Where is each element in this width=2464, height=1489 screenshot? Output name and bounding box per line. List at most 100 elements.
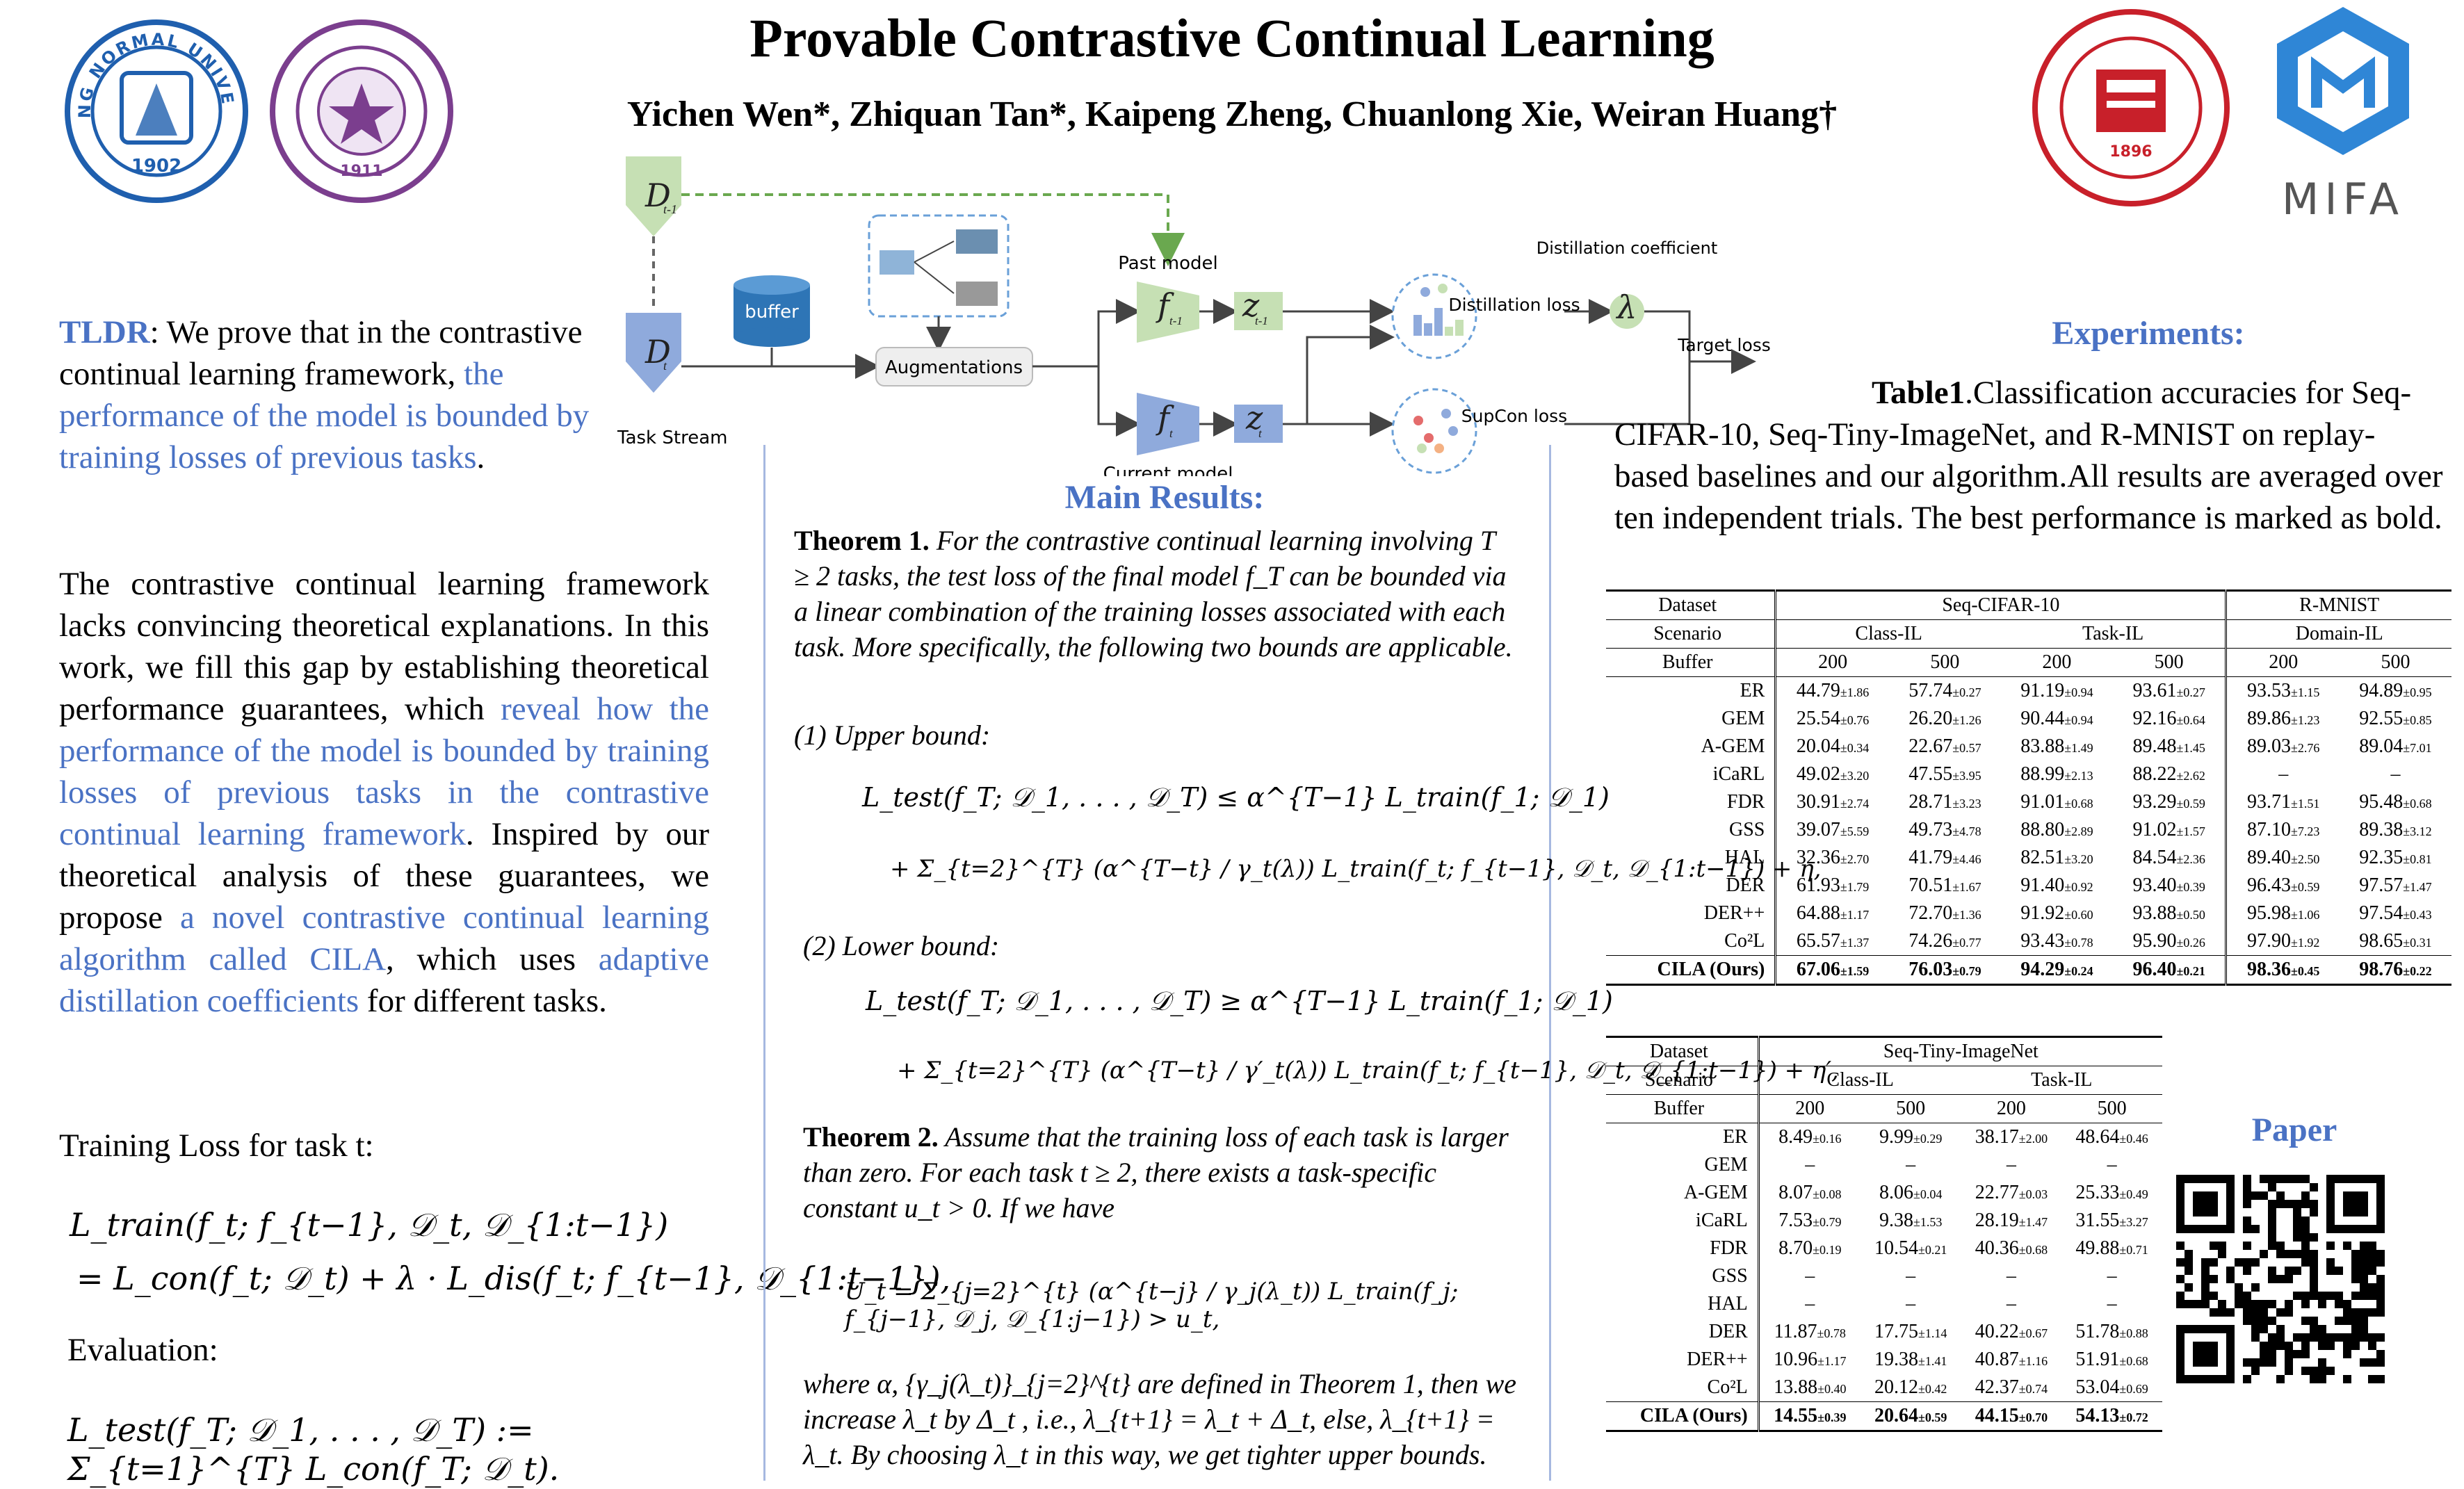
result-cell: 44.15±0.70 xyxy=(1961,1401,2062,1432)
paper-heading[interactable]: Paper xyxy=(2251,1112,2337,1148)
result-cell: 31.55±3.27 xyxy=(2075,1210,2148,1231)
result-cell: 65.57±1.37 xyxy=(1774,927,1889,956)
lambda-label: λ xyxy=(1615,288,1637,326)
result-cell: – xyxy=(1757,1151,1861,1179)
result-cell: 25.54±0.76 xyxy=(1774,705,1889,733)
result-cell: 19.38±1.41 xyxy=(1874,1349,1947,1370)
result-cell: 98.76±0.22 xyxy=(2340,955,2451,986)
result-cell: 91.92±0.60 xyxy=(2020,902,2093,924)
result-cell: 74.26±0.77 xyxy=(1908,930,1981,952)
xjtu-logo: 1896 xyxy=(2032,9,2230,206)
tldr-paragraph: TLDR: We prove that in the contrastive c… xyxy=(59,311,608,478)
result-cell: 49.73±4.78 xyxy=(1908,819,1981,840)
result-cell: 94.89±0.95 xyxy=(2340,676,2451,705)
result-cell: 93.29±0.59 xyxy=(2132,791,2205,813)
result-cell: 9.99±0.29 xyxy=(1860,1123,1961,1151)
paper-qr-code[interactable] xyxy=(2176,1175,2385,1383)
z-prev-node xyxy=(1234,292,1283,330)
result-cell: – xyxy=(2225,760,2340,788)
result-cell: 76.03±0.79 xyxy=(1888,955,2001,986)
t2-buffer: 200 xyxy=(1757,1094,1861,1123)
d-curr-label: D xyxy=(645,333,671,371)
abstract-highlight-3: adaptive distillation coefficients xyxy=(59,941,709,1019)
z-curr-label: z xyxy=(1245,399,1263,437)
method-name: DER++ xyxy=(1687,1349,1748,1370)
lower-bound-label: (2) Lower bound: xyxy=(803,930,1000,961)
result-cell: 93.53±1.15 xyxy=(2225,676,2340,705)
buffer-node xyxy=(733,275,810,347)
theorem-2-label: Theorem 2. xyxy=(803,1121,939,1153)
result-cell: – xyxy=(2107,1265,2117,1287)
result-cell: – xyxy=(2006,1265,2016,1287)
tldr-text-1: : We prove that in the contrastive conti… xyxy=(59,314,583,392)
result-cell: 95.90±0.26 xyxy=(2132,930,2205,952)
result-cell: 96.40±0.21 xyxy=(2112,955,2226,986)
result-cell: 94.29±0.24 xyxy=(2000,955,2113,986)
t1-scenario-class-il: Class-IL xyxy=(1774,619,2001,649)
result-cell: – xyxy=(1906,1154,1916,1175)
target-loss-label: Target loss xyxy=(1677,335,1771,355)
t1-buffer: 500 xyxy=(1888,648,2001,677)
result-cell: – xyxy=(2390,763,2401,785)
result-cell: 8.07±0.08 xyxy=(1757,1179,1861,1207)
result-cell: – xyxy=(2006,1154,2016,1175)
result-cell: 67.06±1.59 xyxy=(1774,955,1889,986)
result-cell: 95.48±0.68 xyxy=(2359,791,2432,813)
abstract-paragraph: The contrastive continual learning frame… xyxy=(59,563,709,1022)
method-name: HAL xyxy=(1724,847,1765,868)
result-cell: 98.65±0.31 xyxy=(2359,930,2432,952)
result-cell: 93.71±1.51 xyxy=(2225,788,2340,816)
result-cell: 88.99±2.13 xyxy=(2020,763,2093,785)
method-name: iCaRL xyxy=(1696,1210,1748,1231)
upper-bound-line1: L_test(f_T; 𝒟_1, . . . , 𝒟_T) ≤ α^{T−1} … xyxy=(862,782,1610,813)
result-cell: 22.77±0.03 xyxy=(1975,1182,2048,1203)
result-cell: 88.80±2.89 xyxy=(2020,819,2093,840)
t1-buffer: 200 xyxy=(2000,648,2113,677)
column-divider-left xyxy=(763,445,765,1481)
lower-bound-line1: L_test(f_T; 𝒟_1, . . . , 𝒟_T) ≥ α^{T−1} … xyxy=(866,986,1613,1016)
t2-buffer-label: Buffer xyxy=(1606,1094,1759,1123)
result-cell: 93.40±0.39 xyxy=(2132,874,2205,896)
t1-buffer: 200 xyxy=(1774,648,1889,677)
column-divider-right xyxy=(1549,445,1551,1481)
result-cell: 84.54±2.36 xyxy=(2132,847,2205,868)
result-cell: 8.70±0.19 xyxy=(1757,1235,1861,1262)
result-cell: 26.20±1.26 xyxy=(1908,708,1981,729)
result-cell: 92.35±0.81 xyxy=(2359,847,2432,868)
curr-task-data-node xyxy=(626,313,681,393)
result-cell: 38.17±2.00 xyxy=(1961,1123,2062,1151)
result-cell: 89.04±7.01 xyxy=(2359,735,2432,757)
result-cell: 97.90±1.92 xyxy=(2225,927,2340,956)
result-cell: – xyxy=(1757,1290,1861,1318)
result-cell: 97.54±0.43 xyxy=(2359,902,2432,924)
result-cell: 89.38±3.12 xyxy=(2359,819,2432,840)
result-cell: 57.74±0.27 xyxy=(1888,676,2001,705)
result-cell: 49.02±3.20 xyxy=(1774,760,1889,788)
method-name: GSS xyxy=(1728,819,1765,840)
t2-scenario-label: Scenario xyxy=(1606,1066,1759,1095)
t1-scenario-label: Scenario xyxy=(1606,619,1776,649)
result-cell: 30.91±2.74 xyxy=(1774,788,1889,816)
result-cell: 49.88±0.71 xyxy=(2075,1237,2148,1259)
t1-dataset-rmnist: R-MNIST xyxy=(2225,589,2451,620)
theorem-2-text: Assume that the training loss of each ta… xyxy=(803,1121,1509,1223)
table-row: GEM–––– xyxy=(1606,1151,2162,1179)
method-name: DER xyxy=(1708,1321,1748,1342)
abstract-highlight-1: reveal how the performance of the model … xyxy=(59,691,709,852)
t1-buffer: 500 xyxy=(2112,648,2226,677)
abstract-text-4: for different tasks. xyxy=(359,983,607,1019)
augmentations-label: Augmentations xyxy=(885,357,1023,378)
method-name: HAL xyxy=(1708,1293,1748,1315)
t1-buffer: 200 xyxy=(2225,648,2340,677)
